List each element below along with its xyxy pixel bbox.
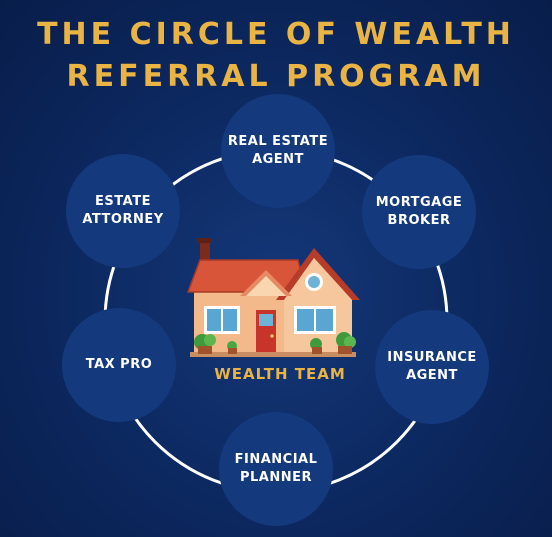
house-icon	[186, 238, 360, 357]
node-financial-planner: FINANCIAL PLANNER	[219, 412, 333, 526]
node-estate-attorney: ESTATE ATTORNEY	[66, 154, 180, 268]
node-label-line1: ESTATE	[95, 194, 151, 209]
node-insurance-agent: INSURANCE AGENT	[375, 310, 489, 424]
node-label-line2: BROKER	[387, 213, 451, 228]
node-mortgage-broker: MORTGAGE BROKER	[362, 155, 476, 269]
title-line-2: REFERRAL PROGRAM	[66, 59, 486, 94]
wealth-team-label: WEALTH TEAM	[214, 365, 346, 383]
title-line-1: THE CIRCLE OF WEALTH	[37, 17, 515, 52]
node-label-line2: AGENT	[406, 368, 458, 383]
node-label-line2: PLANNER	[239, 470, 313, 485]
node-label-line2: AGENT	[252, 152, 304, 167]
node-label-line1: REAL ESTATE	[227, 134, 329, 149]
node-label-line1: TAX PRO	[85, 357, 153, 372]
node-label-line1: INSURANCE	[387, 350, 477, 365]
node-label-line2: ATTORNEY	[82, 212, 164, 227]
node-label-line1: MORTGAGE	[375, 195, 463, 210]
node-label-line1: FINANCIAL	[234, 452, 318, 467]
node-tax-pro: TAX PRO	[62, 308, 176, 422]
node-real-estate-agent: REAL ESTATE AGENT	[221, 94, 335, 208]
